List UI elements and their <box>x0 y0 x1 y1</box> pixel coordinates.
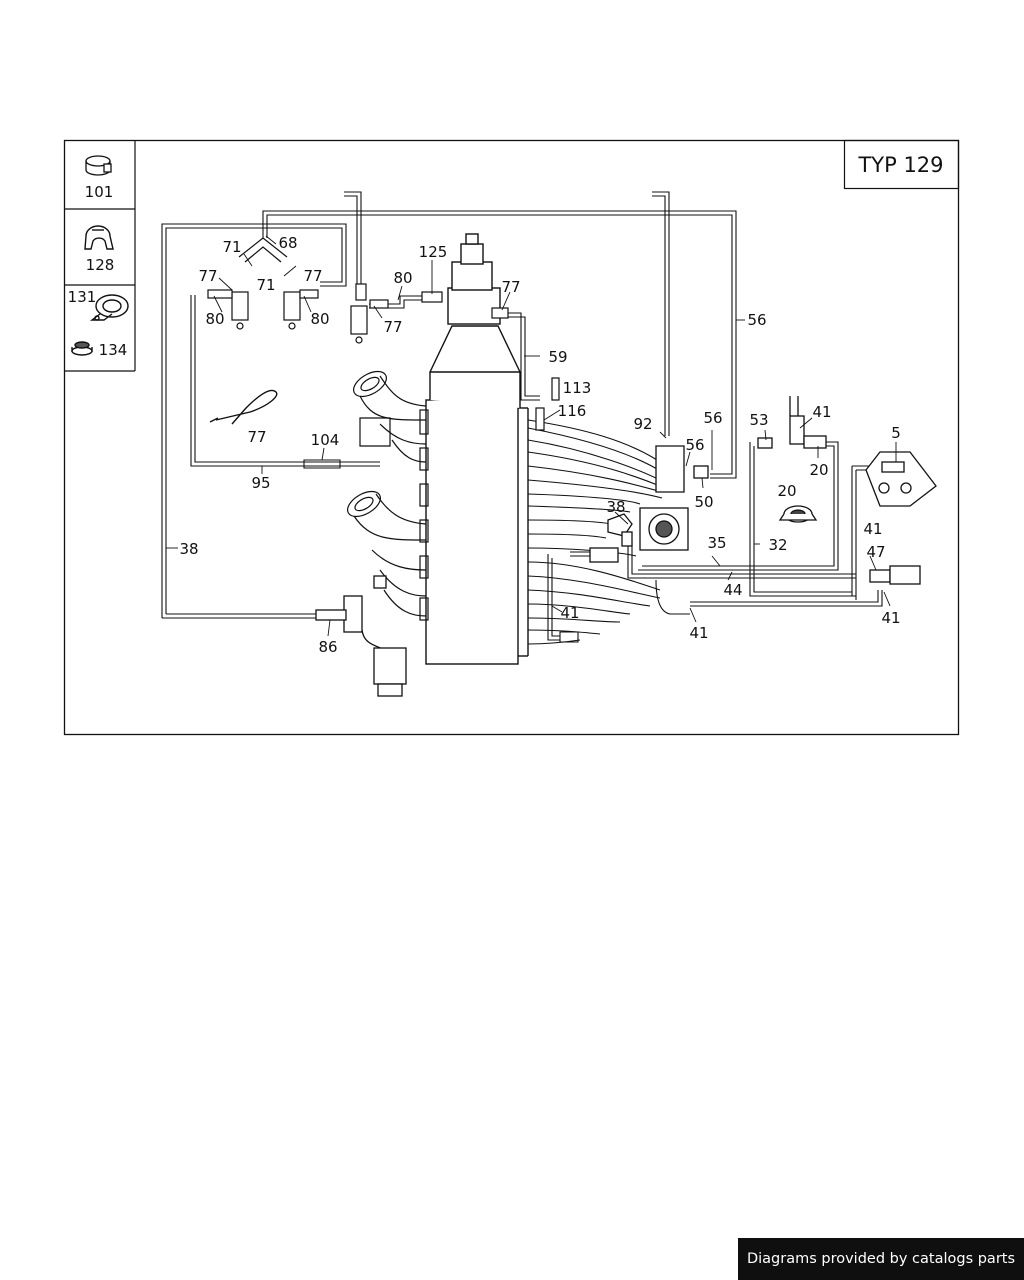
exhaust-manifold <box>347 370 429 621</box>
callout: 41 <box>560 604 579 622</box>
callout: 77 <box>383 318 402 336</box>
callout: 5 <box>891 424 901 442</box>
callout: 125 <box>419 243 448 261</box>
callout: 113 <box>563 379 592 397</box>
part-label-101: 101 <box>85 183 114 201</box>
callout-labels: 71 68 77 77 71 77 80 80 80 125 77 56 59 … <box>179 234 900 656</box>
part-5-icon <box>778 505 818 523</box>
vacuum-lines <box>161 191 893 641</box>
fuel-distributor <box>655 437 773 493</box>
grommet-nut-icon <box>71 341 93 356</box>
callout: 20 <box>809 461 828 479</box>
engine-block <box>425 233 529 665</box>
callout: 116 <box>558 402 587 420</box>
footer-credit-text: Diagrams provided by catalogs parts <box>746 1251 1016 1267</box>
pipe-clip-icon <box>89 294 129 321</box>
leader-lines <box>166 235 897 637</box>
type-box <box>843 139 960 190</box>
callout: 77 <box>303 267 322 285</box>
hose-clamp-icon <box>85 155 112 176</box>
intake-runners <box>527 419 690 645</box>
bracket-clip-icon <box>84 225 114 250</box>
vacuum-valves <box>207 237 560 431</box>
callout: 44 <box>723 581 742 599</box>
thermo-valve <box>789 396 827 449</box>
callout: 77 <box>247 428 266 446</box>
cable-tie-104 <box>209 389 278 425</box>
diagram-frame <box>63 139 960 736</box>
callout: 80 <box>393 269 412 287</box>
parts-sidebar <box>64 140 136 372</box>
callout: 41 <box>812 403 831 421</box>
callout: 92 <box>633 415 652 433</box>
throttle-body <box>607 507 689 551</box>
type-label: TYP 129 <box>857 153 943 177</box>
callout: 56 <box>747 311 766 329</box>
callout: 56 <box>703 409 722 427</box>
callout: 71 <box>256 276 275 294</box>
callout: 95 <box>251 474 270 492</box>
callout: 38 <box>606 498 625 516</box>
part-label-128: 128 <box>86 256 115 274</box>
part-label-134: 134 <box>99 341 128 359</box>
callout: 80 <box>310 310 329 328</box>
callout: 86 <box>318 638 337 656</box>
footer-credit: Diagrams provided by catalogs parts <box>738 1238 1024 1280</box>
callout: 35 <box>707 534 726 552</box>
part-label-131: 131 <box>68 288 97 306</box>
callout: 80 <box>205 310 224 328</box>
idle-valve <box>589 547 921 585</box>
callout: 20 <box>777 482 796 500</box>
callout: 50 <box>694 493 713 511</box>
callout: 41 <box>881 609 900 627</box>
callout: 41 <box>863 520 882 538</box>
callout: 38 <box>179 540 198 558</box>
callout: 59 <box>548 348 567 366</box>
mount-bracket <box>865 451 937 507</box>
callout: 71 <box>222 238 241 256</box>
callout: 68 <box>278 234 297 252</box>
pump-56-lower <box>315 575 407 697</box>
callout: 104 <box>311 431 340 449</box>
callout: 32 <box>768 536 787 554</box>
callout: 56 <box>685 436 704 454</box>
callout: 41 <box>689 624 708 642</box>
callout: 53 <box>749 411 768 429</box>
callout: 77 <box>198 267 217 285</box>
callout: 77 <box>501 278 520 296</box>
callout: 47 <box>866 543 885 561</box>
